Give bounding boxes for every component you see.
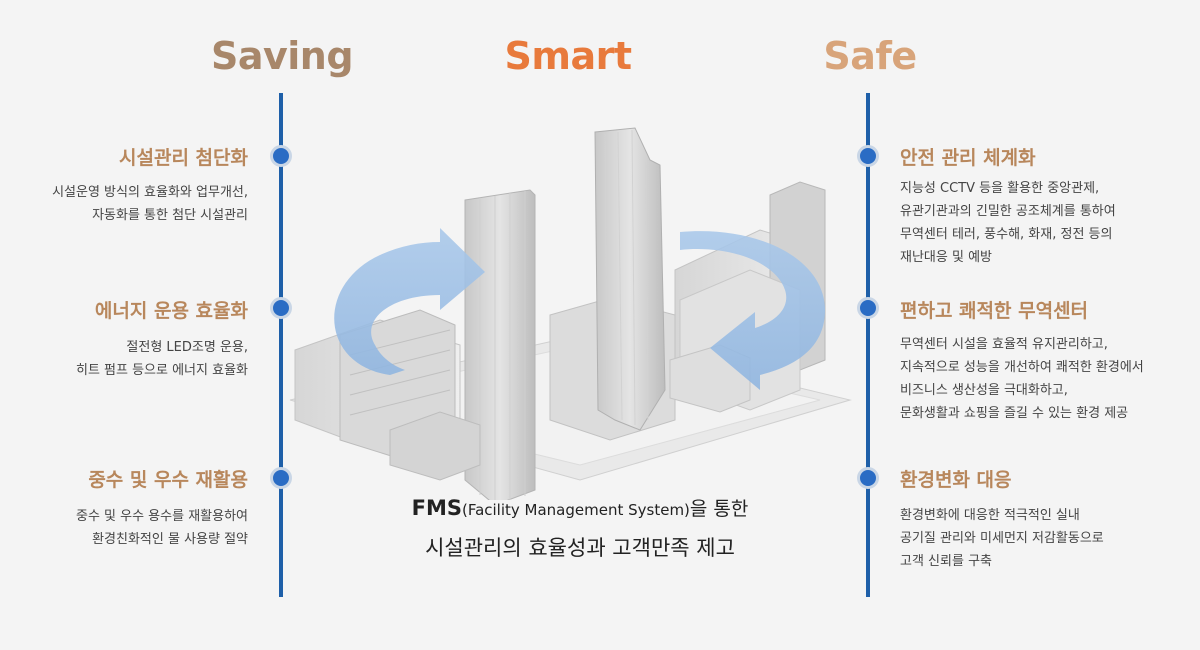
item-title-environment-response: 환경변화 대응 <box>900 469 1012 491</box>
cycle-arrow-right-icon <box>680 231 825 390</box>
cycle-arrow-left-icon <box>334 228 485 375</box>
caption-fms: FMS <box>411 496 462 520</box>
item-title-energy-efficiency: 에너지 운용 효율화 <box>94 300 248 322</box>
timeline-dot-left-1 <box>270 145 292 167</box>
timeline-dot-right-3 <box>857 467 879 489</box>
right-timeline-line <box>866 93 870 597</box>
caption-line-2: 시설관리의 효율성과 고객만족 제고 <box>425 536 735 560</box>
item-title-safety-system: 안전 관리 체계화 <box>900 147 1036 169</box>
item-title-water-recycling: 중수 및 우수 재활용 <box>88 469 248 491</box>
item-title-facility-advanced: 시설관리 첨단화 <box>119 147 248 169</box>
item-desc-comfortable-center: 무역센터 시설을 효율적 유지관리하고,지속적으로 성능을 개선하여 쾌적한 환… <box>900 337 1144 421</box>
header-smart: Smart <box>504 34 632 78</box>
header-saving: Saving <box>210 34 354 78</box>
timeline-dot-left-3 <box>270 467 292 489</box>
item-desc-facility-advanced: 시설운영 방식의 효율화와 업무개선,자동화를 통한 첨단 시설관리 <box>52 185 248 223</box>
header-safe: Safe <box>823 34 917 78</box>
caption-suffix: 을 통한 <box>689 498 749 520</box>
item-title-comfortable-center: 편하고 쾌적한 무역센터 <box>900 300 1089 322</box>
timeline-dot-right-1 <box>857 145 879 167</box>
caption-fms-fullname: (Facility Management System) <box>461 501 690 519</box>
item-desc-safety-system: 지능성 CCTV 등을 활용한 중앙관제,유관기관과의 긴밀한 공조체계를 통하… <box>900 181 1116 265</box>
left-timeline-line <box>279 93 283 597</box>
timeline-dot-right-2 <box>857 297 879 319</box>
caption-line-1: FMS(Facility Management System)을 통한 <box>300 494 860 521</box>
city-buildings-illustration <box>289 127 852 500</box>
timeline-dot-left-2 <box>270 297 292 319</box>
item-desc-energy-efficiency: 절전형 LED조명 운용,히트 펌프 등으로 에너지 효율화 <box>75 340 248 378</box>
